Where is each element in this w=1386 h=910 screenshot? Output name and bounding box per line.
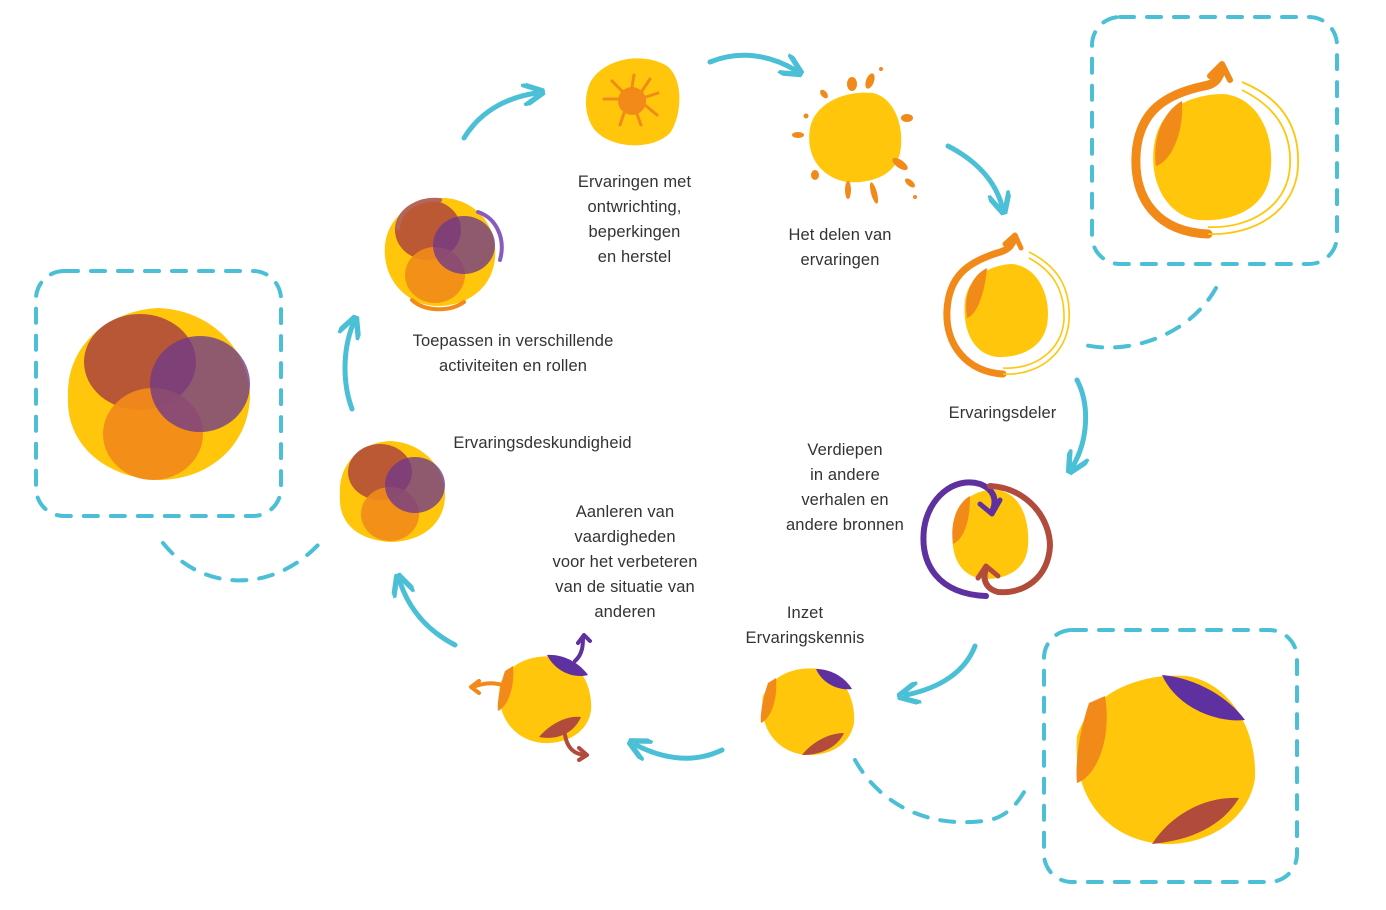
flow-arrow-1	[461, 93, 536, 141]
stage-label-verdiepen: Verdiepen in andere verhalen en andere b…	[786, 441, 904, 534]
splat-center-icon	[585, 58, 680, 146]
stage-label-aanleren: Aanleren van vaardigheden voor het verbe…	[552, 503, 698, 621]
callout-box-inzet	[1042, 628, 1299, 884]
overlapping-circles-arcs-icon	[384, 197, 504, 312]
callout-multi-patch-ball-icon	[1076, 675, 1256, 845]
flow-arrow-2	[707, 52, 795, 70]
flow-arrow-6	[636, 745, 725, 758]
splash-icon	[792, 67, 917, 204]
callout-connector-deskundigheid	[161, 541, 320, 583]
flow-arrow-8	[345, 324, 353, 412]
circular-arrow-icon	[943, 232, 1070, 378]
overlapping-circles-icon	[339, 441, 445, 542]
callout-connector-inzet	[853, 758, 1030, 825]
flow-arrow-3	[945, 143, 1002, 206]
callout-connector-ervaringsdeler	[1083, 286, 1218, 350]
flow-arrow-7	[400, 582, 458, 648]
stage-label-deskundigheid: Ervaringsdeskundigheid	[453, 434, 632, 452]
multi-patch-ball-icon	[760, 668, 855, 756]
flow-arrow-4	[1073, 377, 1086, 466]
stage-label-toepassen: Toepassen in verschillende activiteiten …	[412, 332, 614, 375]
stage-label-inzet: Inzet Ervaringskennis	[745, 604, 865, 647]
stage-label-ervaringen: Ervaringen met ontwrichting, beperkingen…	[577, 173, 692, 266]
callout-box-ervaringsdeler	[1090, 15, 1339, 266]
stage-label-delen: Het delen van ervaringen	[788, 226, 892, 269]
callout-box-deskundigheid	[34, 269, 283, 518]
flow-arrow-5	[906, 643, 978, 695]
cycle-arrows-icon	[920, 479, 1054, 599]
callout-overlapping-circles-icon	[67, 308, 250, 480]
outgoing-arrows-ball-icon	[469, 633, 592, 762]
stage-label-ervaringsdeler: Ervaringsdeler	[948, 404, 1057, 422]
callout-circular-arrow-icon	[1131, 61, 1299, 239]
